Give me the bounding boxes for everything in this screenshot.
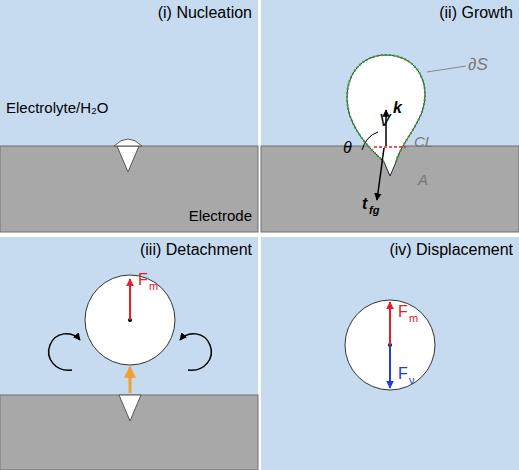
- vortex-arrow: [180, 334, 211, 371]
- force-arrow: [129, 279, 131, 320]
- panel-title: (ii) Growth: [439, 4, 513, 22]
- vortex-arrow: [49, 334, 80, 371]
- leader-line: [427, 66, 466, 72]
- force-subscript: m: [409, 313, 418, 324]
- medium-label: Electrolyte/H₂O: [6, 100, 109, 115]
- tangent-arrow: [377, 148, 384, 200]
- contact-line: [374, 146, 406, 148]
- bubble-nucleus: [114, 139, 142, 146]
- force-label: F: [398, 366, 408, 382]
- rising-bubble: [345, 300, 435, 390]
- area-label: A: [418, 172, 428, 187]
- panel: (iv) Displacement: [261, 237, 519, 470]
- force-label: F: [138, 272, 148, 288]
- panel: (i) Nucleation: [0, 0, 258, 232]
- bubble-surface: [347, 55, 425, 162]
- tangent-label: t: [362, 196, 367, 212]
- notch: [117, 146, 402, 421]
- force-arrow: [389, 302, 391, 345]
- force-subscript: m: [149, 281, 158, 292]
- panel-title: (iii) Detachment: [140, 241, 252, 259]
- angle-label: θ: [343, 140, 352, 156]
- flow-arrow: [129, 367, 132, 393]
- force-subscript: ν: [409, 375, 415, 386]
- contact-line-label: CL: [414, 134, 433, 149]
- detached-bubble: [85, 275, 175, 365]
- tangent-subscript: fg: [369, 205, 379, 216]
- angle-arc: [362, 132, 378, 150]
- panel-title: (i) Nucleation: [158, 4, 252, 22]
- electrode: [0, 146, 519, 470]
- panel: (iii) Detachment: [0, 237, 258, 470]
- drag-arrow: [389, 345, 391, 388]
- surface-label: ∂S: [468, 56, 488, 73]
- panel-title: (iv) Displacement: [389, 241, 513, 259]
- electrode-label: Electrode: [189, 208, 252, 223]
- force-label: F: [398, 304, 408, 320]
- normal-label: k: [393, 100, 402, 116]
- volume-label: V: [379, 112, 390, 129]
- growing-bubble: [347, 55, 425, 176]
